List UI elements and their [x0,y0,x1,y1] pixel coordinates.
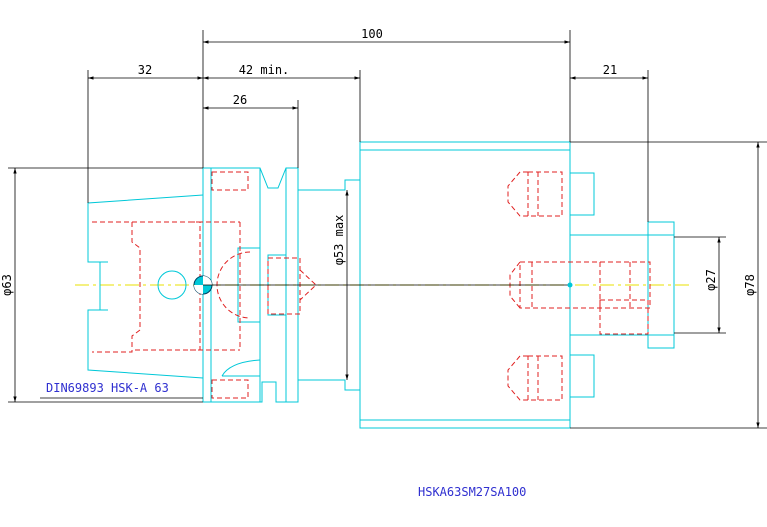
standard-label: DIN69893 HSK-A 63 [46,381,169,395]
part-number: HSKA63SM27SA100 [418,485,526,499]
dim-dia-bore: φ27 [704,269,718,291]
dimension-lines [8,30,767,429]
dim-left-flange: 32 [138,63,152,77]
dim-right-stub: 21 [603,63,617,77]
dim-dia-max: φ53 max [332,215,346,266]
dim-min-depth: 42 min. [239,63,290,77]
dim-dia-taper: φ63 [0,274,14,296]
dim-overall-length: 100 [361,27,383,41]
dim-dia-body: φ78 [743,274,757,296]
hidden-lines [92,171,651,401]
dim-shank-depth: 26 [233,93,247,107]
